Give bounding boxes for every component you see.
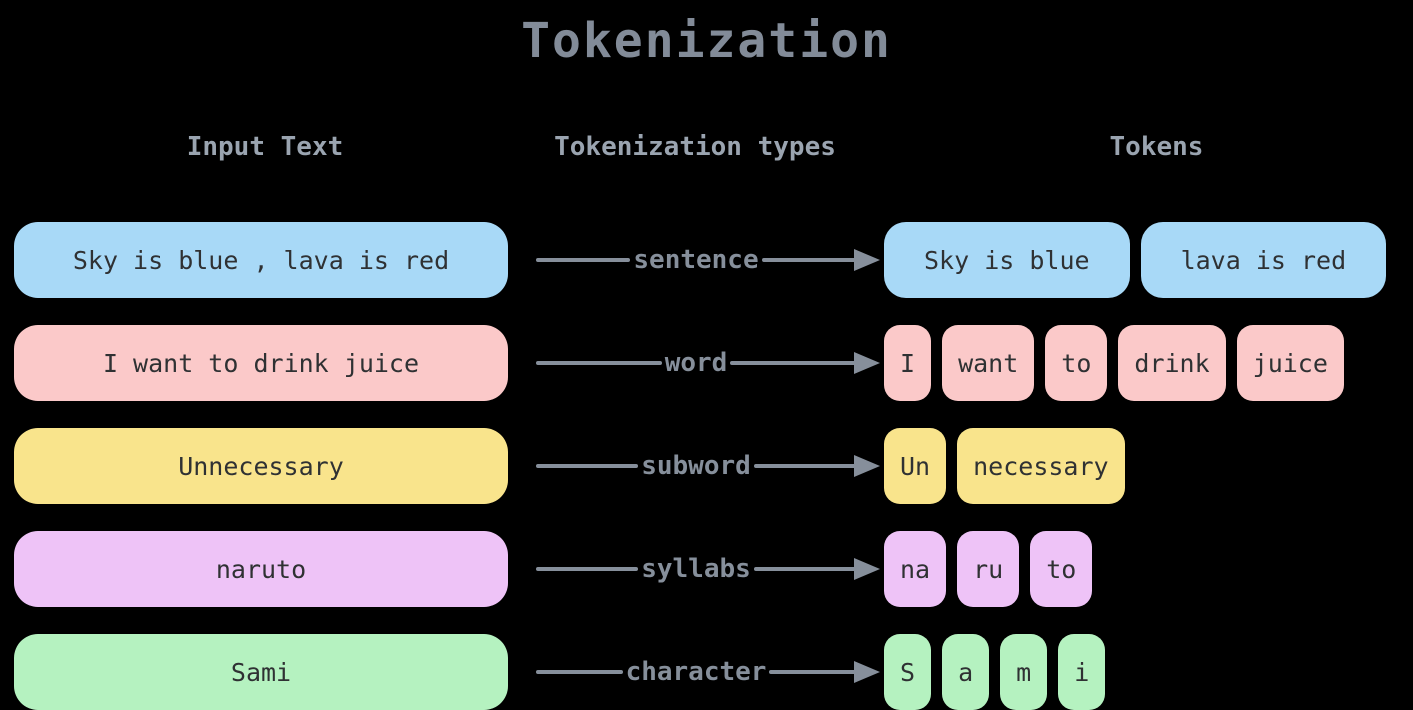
row-word: I want to drink juice word I want to dri…	[0, 325, 1413, 402]
token-list: I want to drink juice	[884, 325, 1344, 402]
tokenization-type-label: word	[664, 348, 728, 379]
tokenization-type-label: syllabs	[641, 554, 751, 585]
arrow-subword: subword	[508, 428, 881, 504]
token-list: Sky is blue lava is red	[884, 222, 1387, 299]
token-box: na	[884, 531, 947, 608]
token-list: Un necessary	[884, 428, 1125, 505]
token-box: m	[1000, 634, 1048, 710]
tokenization-type-label: sentence	[633, 245, 759, 276]
token-box: a	[942, 634, 990, 710]
arrow-line	[753, 567, 857, 572]
arrow-right-icon	[854, 661, 881, 684]
arrow-line	[536, 258, 631, 263]
arrow-syllabs: syllabs	[508, 531, 881, 607]
tokenization-type-label: subword	[641, 451, 751, 482]
arrow-line	[730, 361, 856, 366]
input-text-box: Sami	[14, 634, 508, 710]
row-syllabs: naruto syllabs na ru to	[0, 531, 1413, 608]
row-sentence: Sky is blue , lava is red sentence Sky i…	[0, 222, 1413, 299]
arrow-word: word	[508, 325, 880, 401]
token-box: necessary	[957, 428, 1125, 505]
token-box: to	[1045, 325, 1108, 402]
arrow-sentence: sentence	[508, 222, 881, 298]
arrow-right-icon	[854, 352, 880, 375]
arrow-line	[536, 361, 662, 366]
token-box: lava is red	[1140, 222, 1387, 299]
token-box: to	[1030, 531, 1093, 608]
input-text-box: Sky is blue , lava is red	[14, 222, 508, 299]
token-box: Sky is blue	[884, 222, 1130, 299]
token-box: i	[1058, 634, 1106, 710]
token-box: ru	[957, 531, 1020, 608]
arrow-line	[536, 567, 639, 572]
header-tokens: Tokens	[1109, 132, 1204, 163]
arrow-line	[769, 670, 857, 675]
token-box: S	[884, 634, 932, 710]
token-list: na ru to	[884, 531, 1093, 608]
page-title: Tokenization	[521, 13, 892, 69]
token-box: Un	[884, 428, 947, 505]
input-text-box: naruto	[14, 531, 508, 608]
input-text-box: I want to drink juice	[14, 325, 508, 402]
arrow-line	[761, 258, 857, 263]
arrow-right-icon	[854, 249, 881, 272]
column-headers: Input Text Tokenization types Tokens	[0, 127, 1413, 167]
tokenization-type-label: character	[625, 657, 767, 688]
row-character: Sami character S a m i	[0, 634, 1413, 710]
row-subword: Unnecessary subword Un necessary	[0, 428, 1413, 505]
arrow-line	[536, 464, 639, 469]
arrow-line	[536, 670, 623, 675]
diagram-rows: Sky is blue , lava is red sentence Sky i…	[0, 222, 1413, 710]
token-box: I	[884, 325, 932, 402]
token-list: S a m i	[884, 634, 1106, 710]
token-box: drink	[1118, 325, 1226, 402]
arrow-right-icon	[854, 455, 881, 478]
arrow-right-icon	[854, 558, 881, 581]
input-text-box: Unnecessary	[14, 428, 508, 505]
arrow-character: character	[508, 634, 881, 710]
token-box: juice	[1236, 325, 1344, 402]
header-input-text: Input Text	[186, 132, 344, 163]
arrow-line	[753, 464, 857, 469]
token-box: want	[942, 325, 1035, 402]
header-tokenization-types: Tokenization types	[554, 132, 836, 163]
